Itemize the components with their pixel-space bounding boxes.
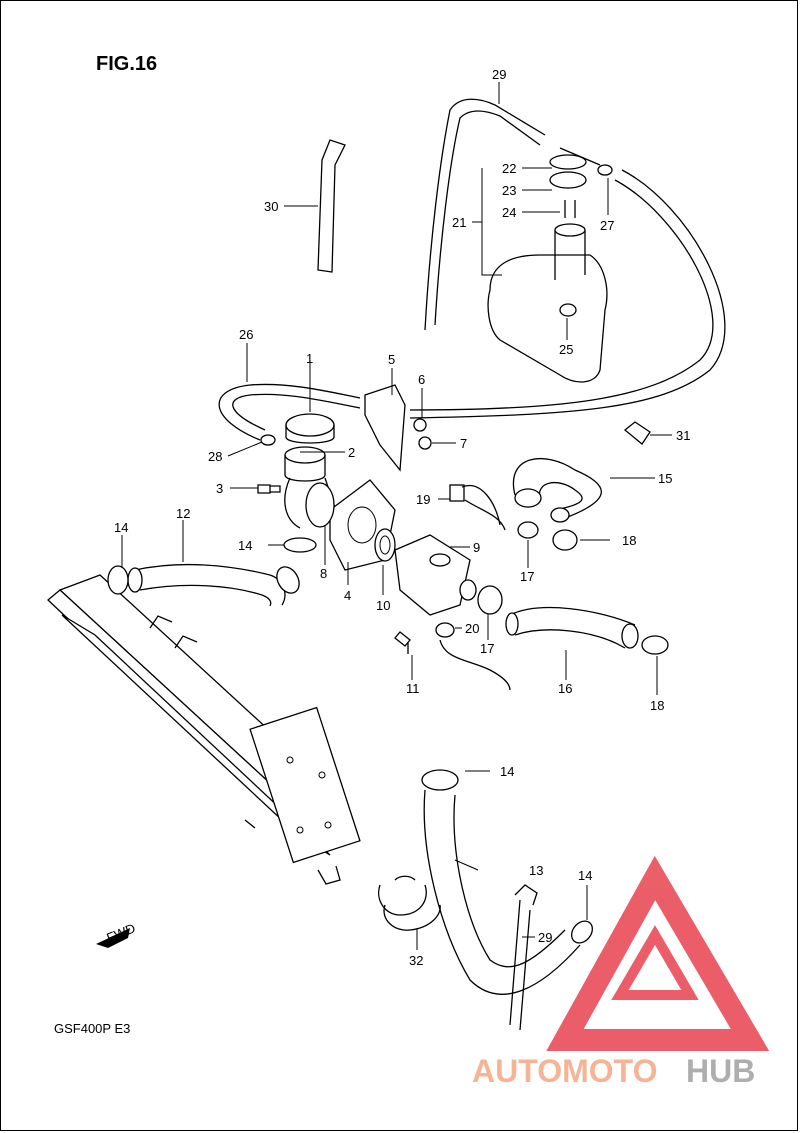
figure-title: FIG.16 [96, 53, 157, 75]
callout-18-lower: 18 [650, 698, 664, 713]
callout-14-hose: 14 [500, 764, 514, 779]
callout-25: 25 [559, 342, 573, 357]
fwd-arrow-icon: FWD [96, 920, 137, 948]
bracket-5 [364, 384, 406, 472]
callout-17-lower: 17 [480, 641, 494, 656]
callout-19: 19 [416, 492, 430, 507]
bolt-3 [257, 484, 281, 494]
radiator [47, 574, 361, 885]
callout-3: 3 [216, 481, 223, 496]
clamp-17-upper [517, 521, 539, 539]
callout-22: 22 [502, 161, 516, 176]
watermark-logo: AUTOMOTO HUB [472, 855, 770, 1089]
hose-connector [559, 147, 601, 166]
callout-20: 20 [465, 621, 479, 636]
callout-13: 13 [529, 863, 543, 878]
bolt-7 [418, 436, 432, 450]
hose-29-top-inner [434, 110, 541, 326]
callout-30: 30 [264, 199, 278, 214]
strap-30 [317, 139, 346, 273]
hose-13 [421, 769, 593, 1031]
callout-11: 11 [406, 681, 420, 696]
callout-27: 27 [600, 218, 614, 233]
callout-16: 16 [558, 681, 572, 696]
clamp-32 [378, 875, 441, 931]
hose-12 [127, 563, 300, 607]
clip-27 [597, 164, 613, 176]
clamp-14-left [107, 565, 129, 595]
callout-4: 4 [344, 588, 351, 603]
clamp-14-mid [283, 537, 317, 553]
callout-23: 23 [502, 183, 516, 198]
callout-17-upper: 17 [520, 569, 534, 584]
hose-tank-inner [409, 169, 726, 419]
clamp-18-lower [641, 635, 669, 655]
callout-21: 21 [452, 215, 466, 230]
sensor-19 [449, 484, 506, 531]
hose-15 [512, 457, 602, 523]
fwd-label: FWD [104, 920, 137, 945]
hose-16 [505, 606, 639, 649]
callout-5: 5 [388, 352, 395, 367]
thermostat-10 [374, 528, 396, 562]
watermark-text-b: HUB [686, 1053, 755, 1089]
callout-14-lower: 14 [578, 868, 592, 883]
reservoir-tank [487, 154, 608, 383]
callout-7: 7 [460, 436, 467, 451]
callout-29-bottom: 29 [538, 930, 552, 945]
hose-tank [409, 179, 714, 411]
thermostat-cover [394, 534, 477, 616]
sensor-20 [435, 622, 511, 691]
callout-29-top: 29 [492, 67, 506, 82]
callout-31: 31 [676, 428, 690, 443]
watermark-triangle-icon [546, 855, 770, 1051]
o-ring-8 [305, 482, 335, 528]
clamp-18-upper [552, 529, 578, 551]
callout-2: 2 [348, 445, 355, 460]
callout-8: 8 [320, 566, 327, 581]
callout-28: 28 [208, 449, 222, 464]
callout-labels: 1 2 3 4 5 6 7 8 9 10 11 12 13 14 14 14 1… [114, 67, 690, 968]
watermark-text-a: AUTOMOTO [472, 1053, 657, 1089]
callout-24: 24 [502, 205, 516, 220]
callout-15: 15 [658, 471, 672, 486]
hose-26-inner [232, 393, 361, 431]
callout-1: 1 [306, 351, 313, 366]
callout-32: 32 [409, 953, 423, 968]
clamp-28 [260, 434, 276, 446]
bolt-11 [394, 631, 411, 654]
clip-31 [623, 421, 651, 445]
bolt-6 [413, 418, 427, 432]
clamp-17-lower [477, 585, 503, 615]
callout-6: 6 [418, 372, 425, 387]
callout-18-upper: 18 [622, 533, 636, 548]
model-label: GSF400P E3 [54, 1021, 130, 1036]
callout-9: 9 [473, 540, 480, 555]
callout-14-mid: 14 [238, 538, 252, 553]
leader-lines [121, 82, 672, 950]
radiator-cap [285, 413, 335, 444]
hose-26 [218, 383, 361, 441]
callout-14-left: 14 [114, 520, 128, 535]
hose-29-top [424, 98, 546, 331]
callout-26: 26 [239, 327, 253, 342]
callout-10: 10 [376, 598, 390, 613]
callout-12: 12 [176, 506, 190, 521]
